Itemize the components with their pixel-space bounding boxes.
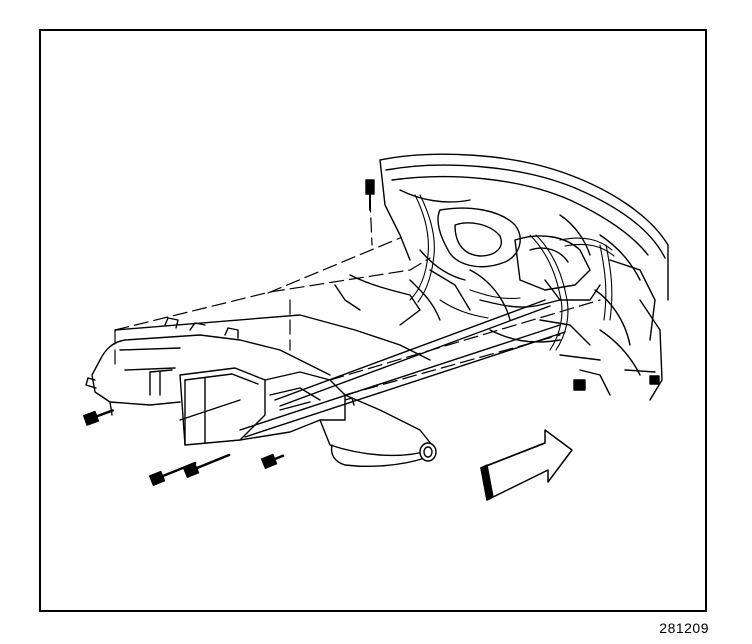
illustration-frame <box>39 29 707 612</box>
figure-number: 281209 <box>659 620 709 636</box>
duct-support-rails <box>179 299 566 438</box>
leader-lines <box>114 197 601 396</box>
front-direction-arrow-icon <box>480 429 573 501</box>
heater-duct-assembly <box>85 314 437 468</box>
bolt-icon <box>83 179 660 486</box>
wiring-harness <box>409 194 615 351</box>
instrument-panel-structure <box>334 153 669 401</box>
